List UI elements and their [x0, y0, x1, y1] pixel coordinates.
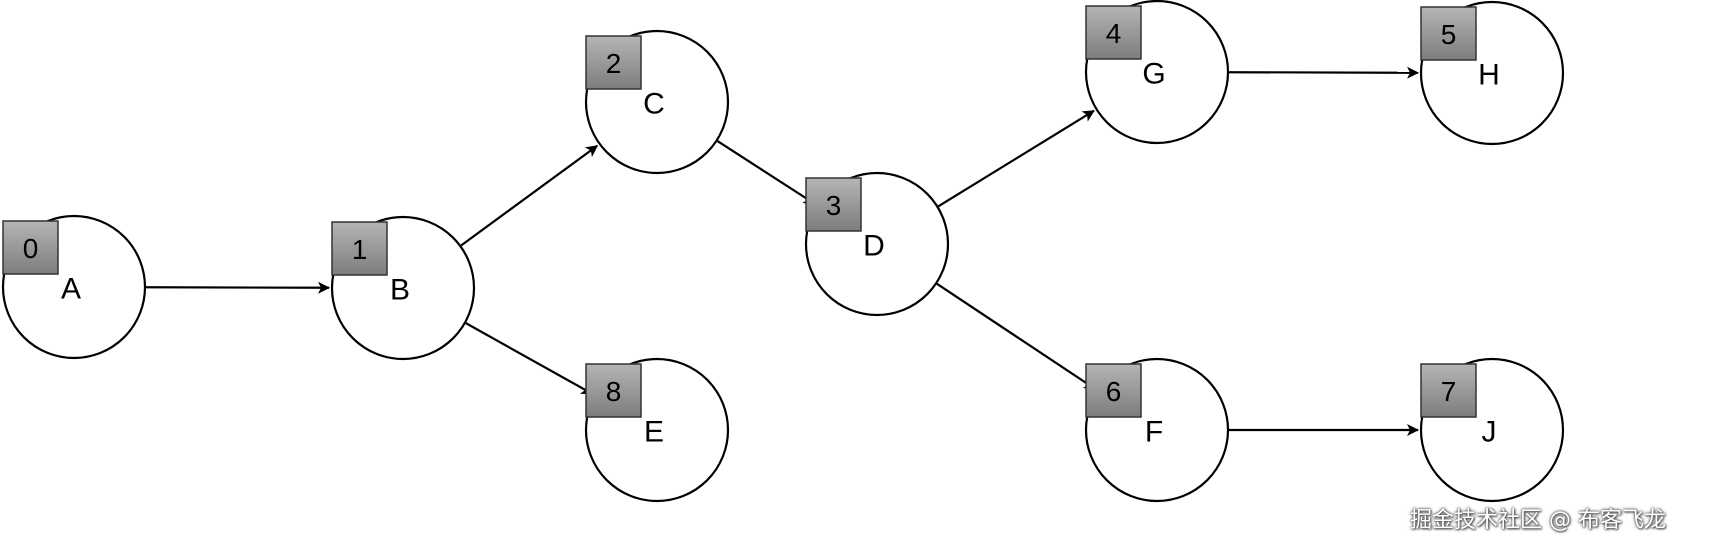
node-label: D: [863, 230, 885, 263]
edges-layer: [145, 66, 1420, 436]
index-badge-label: 0: [23, 233, 39, 264]
index-badge-label: 7: [1441, 376, 1457, 407]
index-badge: [1420, 363, 1477, 418]
edge-b-e: [465, 322, 594, 395]
index-badge-label: 6: [1106, 376, 1122, 407]
node-label: B: [390, 274, 410, 307]
edge-b-c: [460, 144, 599, 247]
index-badge: [1420, 6, 1477, 61]
node-d: D3: [804, 171, 950, 317]
index-badge-label: 3: [826, 190, 842, 221]
edge-d-f: [936, 282, 1097, 390]
node-label: G: [1142, 58, 1165, 91]
index-badge-label: 8: [606, 376, 622, 407]
node-g: G4: [1084, 0, 1230, 145]
index-badge-label: 1: [352, 234, 368, 265]
edge-g-h: [1228, 66, 1420, 79]
node-label: H: [1478, 59, 1500, 92]
index-badge: [585, 35, 642, 90]
index-badge: [1085, 363, 1142, 418]
node-f: F6: [1084, 357, 1230, 503]
index-badge-label: 5: [1441, 19, 1457, 50]
node-b: B1: [330, 215, 476, 361]
index-badge: [805, 177, 862, 232]
node-label: C: [643, 88, 665, 121]
edge-a-b: [145, 281, 331, 294]
node-label: E: [644, 416, 664, 449]
node-j: J7: [1419, 357, 1565, 503]
index-badge: [2, 220, 59, 275]
node-label: A: [61, 273, 81, 306]
node-c: C2: [584, 29, 730, 175]
index-badge: [1085, 5, 1142, 60]
node-e: E8: [584, 357, 730, 503]
edge-c-d: [716, 140, 816, 205]
index-badge: [585, 363, 642, 418]
node-a: A0: [1, 214, 147, 360]
node-label: F: [1145, 416, 1163, 449]
node-label: J: [1482, 416, 1497, 449]
node-h: H5: [1419, 0, 1565, 146]
index-badge-label: 2: [606, 48, 622, 79]
index-badge-label: 4: [1106, 18, 1122, 49]
edge-d-g: [937, 109, 1095, 208]
watermark: 掘金技术社区 @ 布客飞龙: [1410, 508, 1666, 533]
index-badge: [331, 221, 388, 276]
